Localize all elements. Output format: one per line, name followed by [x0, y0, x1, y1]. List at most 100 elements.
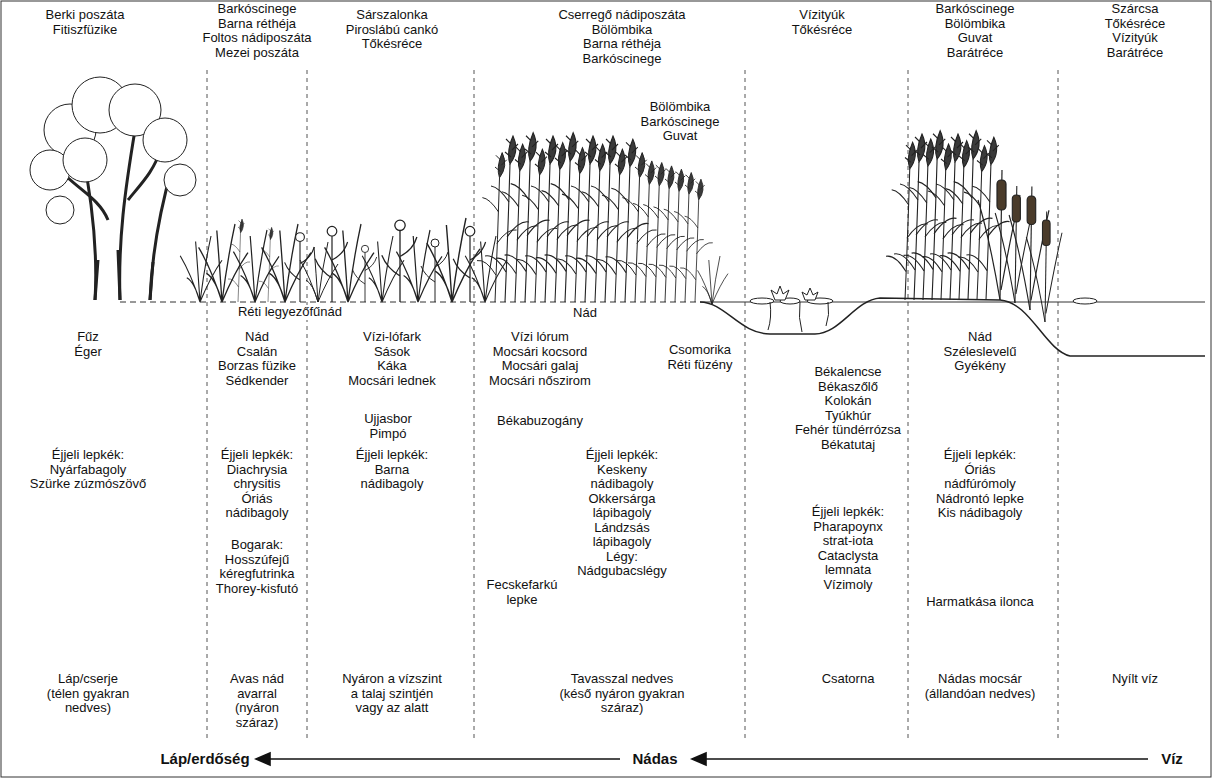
leaf: [1073, 298, 1097, 304]
herb: [352, 245, 376, 302]
zone-divider: [1058, 70, 1059, 742]
bird-name: Guvat: [957, 31, 994, 46]
bird-name: Mezei poszáta: [214, 46, 300, 61]
plant-name: Réti legyezőfűnád: [237, 305, 343, 320]
reed: [576, 144, 618, 302]
reed: [517, 149, 557, 302]
reed: [536, 143, 578, 302]
plant-name: Csalán: [236, 345, 278, 360]
habitat-note: (késő nyáron gyakran száraz): [555, 687, 689, 716]
reed: [496, 144, 538, 302]
bird-name: Bölömbika: [591, 23, 654, 38]
bird-name: Barátréce: [946, 46, 1004, 61]
zone-divider: [207, 70, 208, 742]
plant-name: Csomorika: [668, 343, 732, 358]
insect-name: Diachrysia chrysitis: [209, 463, 306, 492]
zone-divider: [908, 70, 909, 742]
reed: [680, 179, 713, 302]
insect-name: Óriás nádibagoly: [209, 492, 306, 521]
insect-name: Óriás nádfúrómoly: [929, 463, 1031, 492]
reed: [259, 227, 279, 302]
bird-name: Tőkésréce: [791, 23, 854, 38]
zone-divider: [307, 70, 308, 742]
grass: [233, 230, 279, 302]
arrow-line: [702, 758, 1148, 760]
herb: [382, 220, 417, 302]
zone-divider: [474, 70, 475, 742]
plant-name: Mocsári kocsord: [492, 345, 589, 360]
zone-divider: [745, 70, 746, 742]
ground-level: [120, 302, 700, 303]
habitat-note: Avas nád avarral: [216, 672, 298, 701]
plant-name: Káka: [376, 359, 408, 374]
plant-name: Sások: [373, 345, 411, 360]
insect-name: Keskeny nádibagoly: [571, 463, 673, 492]
plant-name: Tyúkhúr: [824, 409, 872, 424]
floating-plants: [750, 286, 833, 332]
plant-name: Békalencse: [813, 365, 882, 380]
plant-name: Vízi lórum: [510, 330, 570, 345]
plant-name: Békabuzogány: [496, 414, 584, 429]
insect-name: Éjjeli lepkék:: [811, 505, 885, 520]
bird-name: Sárszalonka: [355, 8, 429, 23]
reed: [477, 153, 517, 302]
bird-name: Guvat: [662, 129, 699, 144]
bird-name: Barkóscinege: [640, 115, 721, 130]
arrow-head: [692, 753, 706, 765]
plant-name: Nád: [967, 330, 993, 345]
zone-heading: Nádas: [631, 750, 678, 768]
habitat-note: (nyáron száraz): [216, 701, 298, 730]
bird-name: Bölömbika: [649, 100, 712, 115]
arrow-line: [266, 758, 620, 760]
bird-name: Barkóscinege: [935, 2, 1016, 17]
insect-name: Nádrontó lepke: [935, 492, 1025, 507]
insect-name: Lándzsás lápibagoly: [571, 521, 673, 550]
bird-name: Barkóscinege: [582, 52, 663, 67]
insect-name: Hosszúfejű kéregfutrinka: [209, 553, 306, 582]
bird-name: Tőkésréce: [361, 37, 424, 52]
bird-name: Bölömbika: [944, 17, 1007, 32]
habitat-note: (télen gyakran nedves): [32, 687, 144, 716]
zone-heading: Víz: [1160, 750, 1184, 768]
insect-name: Cataclysta lemnata: [797, 549, 899, 578]
foliage: [164, 164, 196, 196]
insect-name: Nyárfabagoly: [49, 463, 128, 478]
plant-name: Fűz: [76, 330, 100, 345]
habitat-note: Láp/cserje: [57, 672, 119, 687]
insect-name: Harmatkása ilonca: [925, 595, 1035, 610]
plant-name: Mocsári lednek: [347, 374, 436, 389]
insect-name: Barna nádibagoly: [344, 463, 441, 492]
plant-name: Sédkender: [225, 374, 290, 389]
insect-name: Éjjeli lepkék:: [585, 448, 659, 463]
grass: [180, 236, 222, 302]
arrow-head: [256, 753, 270, 765]
bird-name: Barna réthéja: [582, 37, 662, 52]
plant-name: Borzas füzike: [217, 359, 297, 374]
plant-name: Fehér tündérrózsa: [794, 423, 902, 438]
habitat-note: Nyáron a vízszint a talaj szintjén vagy …: [339, 672, 446, 716]
bird-name: Barna réthéja: [217, 17, 297, 32]
bird-name: Vízityúk: [798, 8, 846, 23]
foliage: [143, 118, 187, 162]
plant-name: Réti füzény: [666, 358, 733, 373]
bird-name: Barkóscinege: [217, 2, 298, 17]
bird-name: Fitiszfüzike: [52, 23, 118, 38]
insect-name: Vízimoly: [822, 578, 873, 593]
insect-name: Éjjeli lepkék:: [355, 448, 429, 463]
reed: [597, 149, 637, 302]
insect-name: Bogarak:: [230, 538, 284, 553]
plant-name: Mocsári galaj: [501, 359, 580, 374]
grass: [698, 256, 728, 304]
zone-dividers: [207, 70, 1058, 742]
bird-name: Piroslábú cankó: [345, 23, 440, 38]
plant-name: Békaszőlő: [817, 380, 879, 395]
plant-name: Nád: [572, 306, 598, 321]
plant-name: Mocsári nőszirom: [488, 374, 592, 389]
habitat-note: Tavasszal nedves: [570, 672, 675, 687]
tree-trunk: [95, 250, 153, 300]
flower: [771, 286, 789, 300]
stem: [768, 302, 829, 332]
plant-name: Éger: [73, 345, 102, 360]
reed: [966, 137, 1009, 300]
cattail: [978, 170, 1020, 300]
